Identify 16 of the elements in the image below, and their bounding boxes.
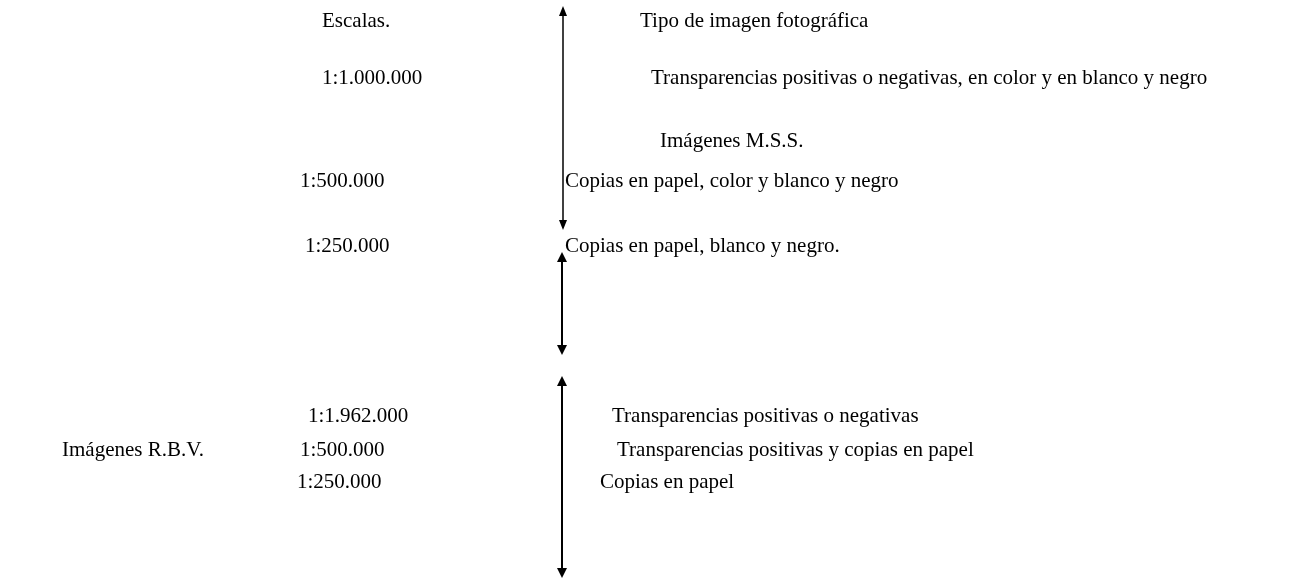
text-label: 1:250.000: [297, 469, 382, 494]
text-label: 1:1.000.000: [322, 65, 423, 90]
text-label: 1:500.000: [300, 168, 385, 193]
text-label: Imágenes R.B.V.: [62, 437, 204, 462]
text-label: Transparencias positivas y copias en papel: [617, 437, 974, 462]
text-label: Copias en papel, color y blanco y negro: [565, 168, 899, 193]
text-label: Copias en papel: [600, 469, 735, 494]
text-label: Transparencias positivas o negativas, en color y en blanco y negro: [650, 65, 1209, 90]
text-label: Transparencias positivas o negativas: [612, 403, 919, 428]
text-label: Imágenes M.S.S.: [660, 128, 804, 153]
text-label: 1:1.962.000: [308, 403, 409, 428]
text-label: 1:250.000: [305, 233, 390, 258]
text-label: Tipo de imagen fotográfica: [640, 8, 869, 33]
text-label: Copias en papel, blanco y negro.: [565, 233, 840, 258]
text-label: 1:500.000: [300, 437, 385, 462]
text-label: Escalas.: [322, 8, 391, 33]
